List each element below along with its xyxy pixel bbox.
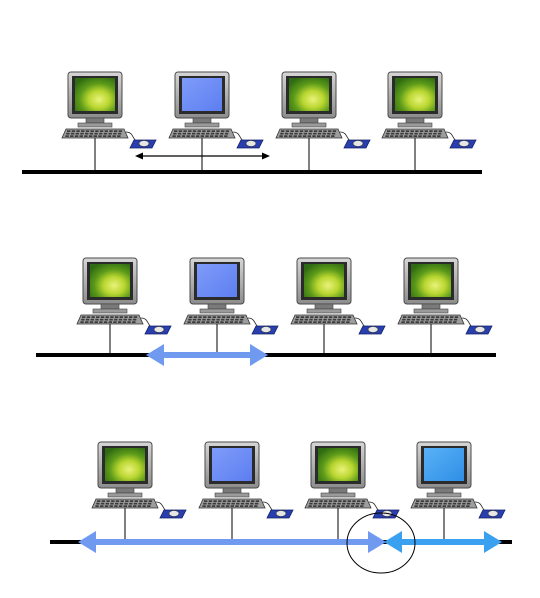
monitor-screen — [424, 448, 464, 481]
desktop-computer-icon — [168, 71, 264, 149]
monitor-screen — [318, 448, 358, 481]
monitor-screen — [411, 264, 451, 297]
mouse-icon — [168, 510, 180, 517]
computer-base — [306, 308, 342, 314]
computer-base — [320, 492, 356, 498]
monitor-screen — [289, 78, 329, 111]
mouse-icon — [245, 140, 257, 147]
monitor-stand — [421, 303, 441, 310]
collision-circle-icon — [346, 512, 416, 574]
computer-base — [77, 122, 113, 128]
monitor-stand — [405, 117, 425, 124]
monitor-screen — [395, 78, 435, 111]
desktop-computer-icon — [290, 257, 386, 335]
computer-base — [92, 308, 128, 314]
mouse-icon — [153, 326, 165, 333]
computer-base — [199, 308, 235, 314]
arrowhead-left — [78, 531, 96, 553]
computer-base — [214, 492, 250, 498]
monitor-stand — [192, 117, 212, 124]
desktop-computer-icon — [61, 71, 157, 149]
arrowhead-right — [262, 152, 270, 160]
monitor-screen — [182, 78, 222, 111]
mouse-icon — [487, 510, 499, 517]
computer-base — [426, 492, 462, 498]
desktop-computer-icon — [275, 71, 371, 149]
monitor-stand — [314, 303, 334, 310]
monitor-screen — [197, 264, 237, 297]
monitor-screen — [212, 448, 252, 481]
desktop-computer-icon — [198, 441, 294, 519]
arrowhead-right — [484, 531, 502, 553]
monitor-stand — [100, 303, 120, 310]
monitor-stand — [85, 117, 105, 124]
desktop-computer-icon — [410, 441, 506, 519]
monitor-screen — [105, 448, 145, 481]
mouse-icon — [260, 326, 272, 333]
desktop-computer-icon — [304, 441, 400, 519]
desktop-computer-icon — [76, 257, 172, 335]
mouse-icon — [352, 140, 364, 147]
computer-base — [397, 122, 433, 128]
monitor-stand — [434, 487, 454, 494]
computer-base — [291, 122, 327, 128]
signal-arrow — [402, 539, 484, 545]
arrowhead-left — [384, 531, 402, 553]
monitor-stand — [299, 117, 319, 124]
desktop-computer-icon — [381, 71, 477, 149]
desktop-computer-icon — [91, 441, 187, 519]
monitor-screen — [75, 78, 115, 111]
mouse-icon — [367, 326, 379, 333]
mouse-icon — [458, 140, 470, 147]
mouse-icon — [474, 326, 486, 333]
desktop-computer-icon — [397, 257, 493, 335]
desktop-computer-icon — [183, 257, 279, 335]
computer-base — [413, 308, 449, 314]
signal-arrow — [164, 352, 250, 358]
arrowhead-left — [135, 152, 143, 160]
monitor-stand — [115, 487, 135, 494]
arrowhead-right — [250, 344, 268, 366]
arrowhead-left — [146, 344, 164, 366]
monitor-screen — [90, 264, 130, 297]
monitor-stand — [328, 487, 348, 494]
signal-arrow — [96, 539, 368, 545]
mouse-icon — [138, 140, 150, 147]
monitor-stand — [222, 487, 242, 494]
monitor-stand — [207, 303, 227, 310]
monitor-screen — [304, 264, 344, 297]
arrowhead-right — [368, 531, 386, 553]
computer-base — [107, 492, 143, 498]
mouse-icon — [275, 510, 287, 517]
computer-base — [184, 122, 220, 128]
